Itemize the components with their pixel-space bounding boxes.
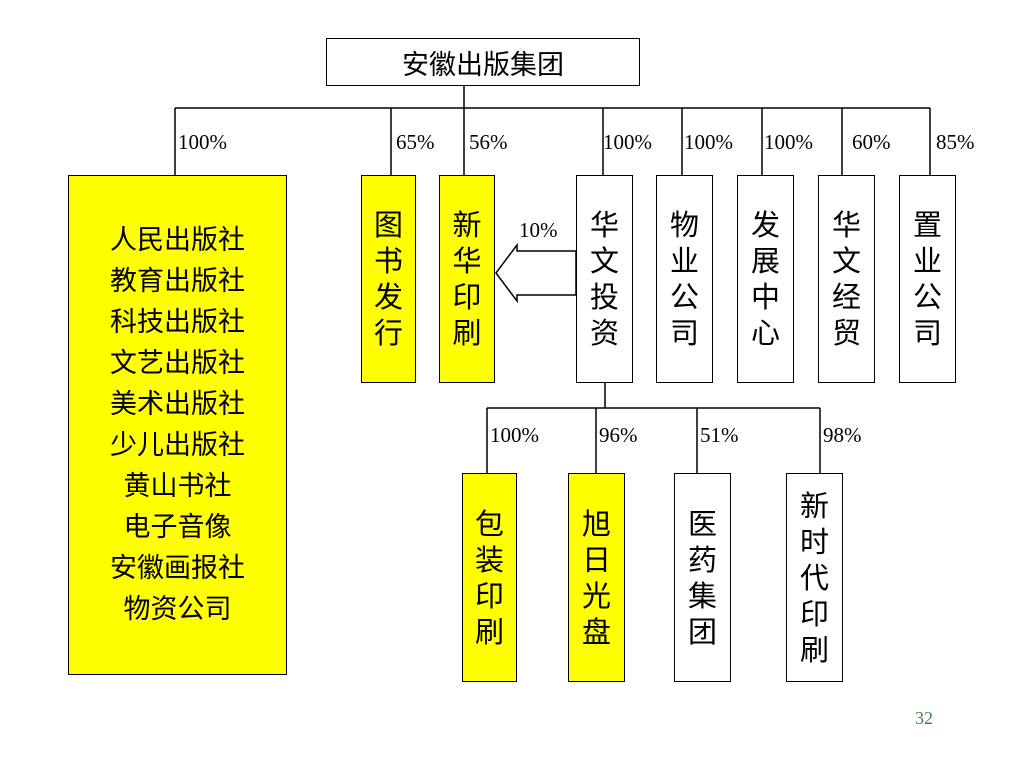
box-development-center: 发展中心: [737, 175, 794, 383]
percent-pharma-group: 51%: [700, 423, 739, 447]
development-center-label: 发展中心: [750, 208, 780, 350]
publisher-item: 科技出版社: [110, 307, 245, 338]
percent-xuri-disc: 96%: [599, 423, 638, 447]
box-pharma-group: 医药集团: [674, 473, 731, 682]
percent-huawen-trade: 60%: [852, 130, 891, 154]
root-box: 安徽出版集团: [326, 38, 640, 86]
box-xinhua-printing: 新华印刷: [439, 175, 495, 383]
box-new-era-printing: 新时代印刷: [786, 473, 843, 682]
percent-real-estate-company: 85%: [936, 130, 975, 154]
box-xuri-disc: 旭日光盘: [568, 473, 625, 682]
percent-new-era-printing: 98%: [823, 423, 862, 447]
publisher-item: 安徽画报社: [110, 553, 245, 584]
box-packaging-printing: 包装印刷: [462, 473, 517, 682]
box-huawen-investment: 华文投资: [576, 175, 633, 383]
box-real-estate-company: 置业公司: [899, 175, 956, 383]
huawen-trade-label: 华文经贸: [831, 208, 861, 350]
publisher-item: 黄山书社: [123, 471, 232, 502]
pharma-group-label: 医药集团: [687, 506, 717, 649]
holding-arrow: [495, 242, 577, 304]
publisher-item: 人民出版社: [110, 225, 245, 256]
root-label: 安徽出版集团: [402, 49, 564, 81]
box-property-company: 物业公司: [656, 175, 713, 383]
percent-xinhua-printing: 56%: [469, 130, 508, 154]
publisher-item: 物资公司: [123, 594, 232, 625]
publisher-item: 文艺出版社: [110, 348, 245, 379]
publishers-list: 人民出版社教育出版社科技出版社文艺出版社美术出版社少儿出版社黄山书社电子音像安徽…: [110, 220, 245, 630]
page-number: 32: [915, 708, 933, 728]
publisher-item: 教育出版社: [110, 266, 245, 297]
real-estate-company-label: 置业公司: [912, 208, 942, 350]
publishers-box: 人民出版社教育出版社科技出版社文艺出版社美术出版社少儿出版社黄山书社电子音像安徽…: [68, 175, 287, 675]
percent-book-distribution: 65%: [396, 130, 435, 154]
percent-property-company: 100%: [684, 130, 733, 154]
box-huawen-trade: 华文经贸: [818, 175, 875, 383]
packaging-printing-label: 包装印刷: [474, 506, 504, 649]
xuri-disc-label: 旭日光盘: [581, 506, 611, 649]
publisher-item: 少儿出版社: [110, 430, 245, 461]
xinhua-printing-label: 新华印刷: [452, 208, 482, 350]
percent-publishers: 100%: [178, 130, 227, 154]
percent-cross-holding: 10%: [519, 218, 558, 242]
publisher-item: 电子音像: [123, 512, 232, 543]
property-company-label: 物业公司: [669, 208, 699, 350]
percent-huawen-investment: 100%: [603, 130, 652, 154]
box-book-distribution: 图书发行: [361, 175, 416, 383]
book-distribution-label: 图书发行: [373, 208, 403, 350]
percent-development-center: 100%: [764, 130, 813, 154]
huawen-investment-label: 华文投资: [589, 208, 619, 350]
publisher-item: 美术出版社: [110, 389, 245, 420]
new-era-printing-label: 新时代印刷: [799, 488, 829, 667]
percent-packaging-printing: 100%: [490, 423, 539, 447]
